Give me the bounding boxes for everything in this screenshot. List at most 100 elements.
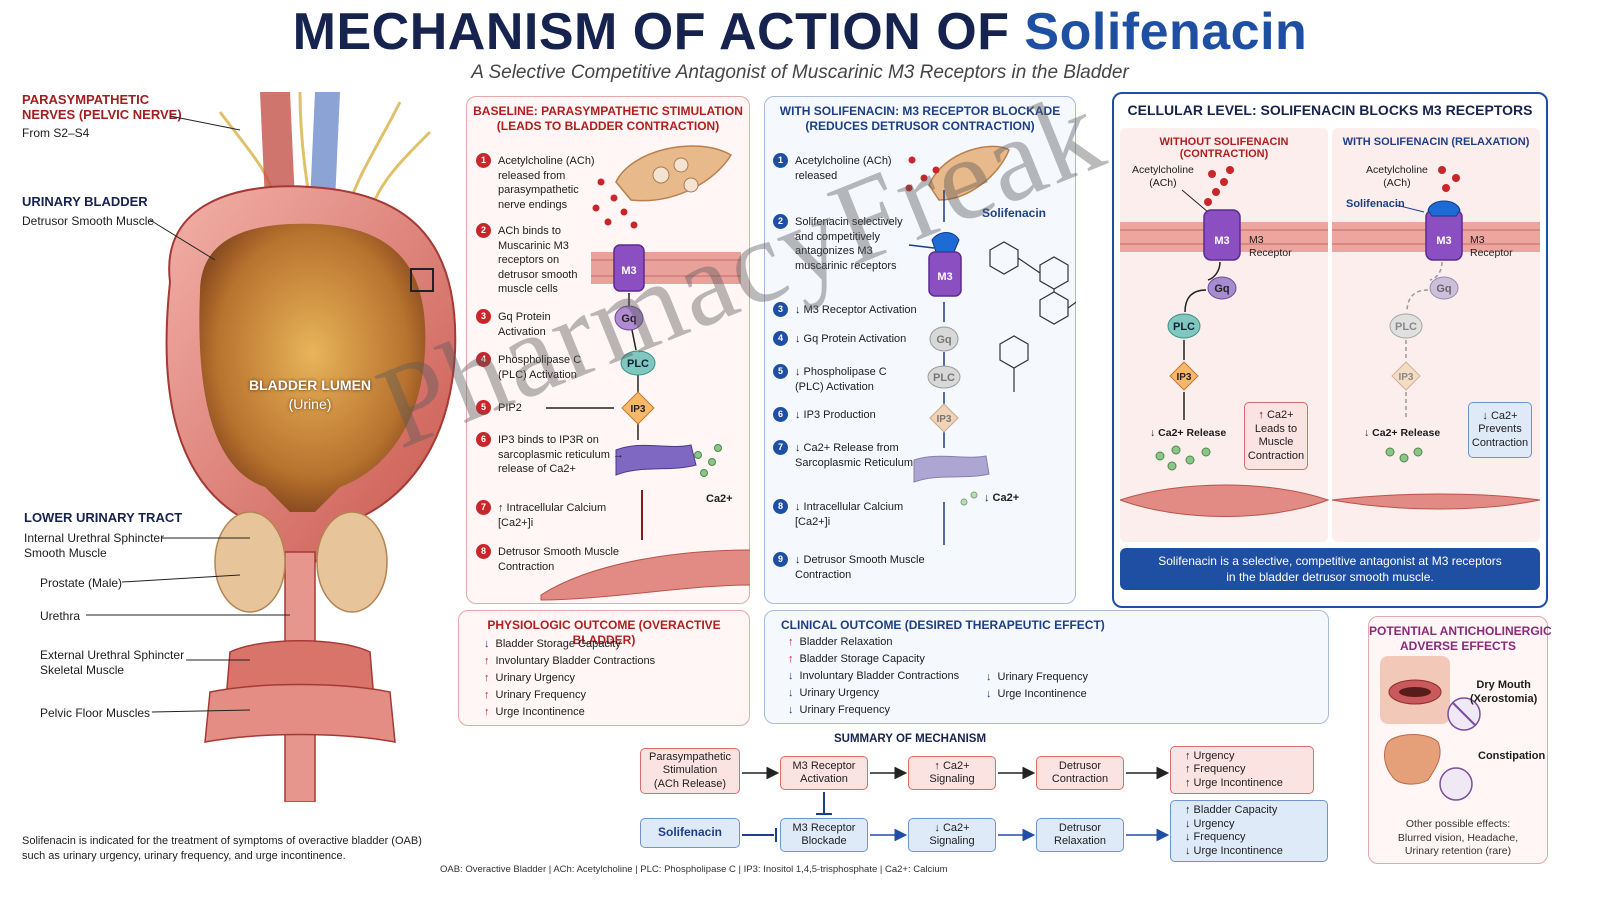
calcium-ions [694,444,722,477]
with-step-8-badge: 8 [773,499,788,514]
baseline-step-2: ACh binds to Muscarinic M3 receptors on … [498,225,578,295]
clinical-outcome-text: Bladder Storage Capacity [799,653,925,665]
svg-text:PLC: PLC [1395,321,1417,333]
without-solifenacin-heading: WITHOUT SOLIFENACIN (CONTRACTION) [1159,136,1289,160]
baseline-step-3: Gq Protein Activation [498,311,551,338]
baseline-step-2-badge: 2 [476,223,491,238]
pelvic-floor [204,683,396,743]
vein [310,92,340,202]
page-subtitle: A Selective Competitive Antagonist of Mu… [471,62,1129,83]
physio-outcome-text: Urinary Frequency [495,689,586,701]
adverse-effects-graphics [1380,656,1481,801]
solifenacin-bound-right [1427,200,1461,217]
baseline-step-1-badge: 1 [476,153,491,168]
clinical-outcome-arrow: ↓ [788,704,794,716]
svg-text:M3: M3 [1436,235,1451,247]
svg-text:PLC: PLC [1173,321,1195,333]
svg-text:Gq: Gq [1214,283,1229,295]
abbreviation-footer: OAB: Overactive Bladder | ACh: Acetylcho… [440,864,948,875]
physio-outcome-item: ↓Bladder Storage Capacity [484,636,655,653]
with-step-2-badge: 2 [773,214,788,229]
with-step-1-badge: 1 [773,153,788,168]
summary-arrows [742,766,1170,842]
svg-text:IP3: IP3 [936,414,951,425]
with-drug-calcium-label: ↓ Ca2+ [984,492,1020,504]
physio-outcome-text: Urinary Urgency [495,672,575,684]
with-step-6-badge: 6 [773,407,788,422]
clinical-outcome-secondary-item: ↓Urinary Frequency [986,669,1088,686]
ach-molecules-2 [905,156,940,192]
physio-outcome-item: ↑Urge Incontinence [484,704,655,721]
constipation-icon [1439,767,1473,801]
with-solifenacin-graphics: M3 Gq PLC IP3 [905,145,1076,545]
solifenacin-structure-label: Solifenacin [982,206,1047,220]
svg-text:M3: M3 [1214,235,1229,247]
page-title: MECHANISM OF ACTION OF Solifenacin [0,2,1600,62]
without-solifenacin-column [1120,128,1328,542]
with-step-6: ↓ IP3 Production [795,409,876,421]
cellular-graphics: M3 Gq PLC IP3 M3 Gq PLC IP3 [1120,166,1540,517]
baseline-step-8-badge: 8 [476,544,491,559]
nerve-terminal-2 [928,145,1010,201]
with-step-3-badge: 3 [773,302,788,317]
zoom-indicator [410,268,434,292]
physiologic-outcome-list: ↓Bladder Storage Capacity↑Involuntary Bl… [484,636,655,721]
label-nerve-origin: From S2–S4 [22,126,90,140]
summary-row1-box5: ↑ Urgency ↑ Frequency ↑ Urge Incontinenc… [1170,746,1314,794]
plc-node: PLC [627,358,649,370]
physio-outcome-item: ↑Urinary Urgency [484,670,655,687]
cellular-summary-banner: Solifenacin is a selective, competitive … [1120,548,1540,590]
clinical-outcome-item: ↑Bladder Relaxation [788,634,959,651]
baseline-step-6-badge: 6 [476,432,491,447]
muscle-contracted [1120,484,1330,517]
summary-row2-box2: M3 Receptor Blockade [780,818,868,852]
clinical-outcome-item: ↑Bladder Storage Capacity [788,651,959,668]
anatomy-leader-lines [86,115,290,713]
clinical-outcome-item: ↓Involuntary Bladder Contractions [788,668,959,685]
label-bladder-lumen: BLADDER LUMEN (Urine) [220,376,400,414]
clinical-outcome-text: Urinary Frequency [799,704,890,716]
without-ach-label: Acetylcholine (ACh) [1132,164,1194,189]
clinical-outcome-secondary-text: Urge Incontinence [997,688,1087,700]
svg-text:Gq: Gq [936,334,951,346]
baseline-step-1: Acetylcholine (ACh) released from parasy… [498,155,595,211]
title-drug: Solifenacin [1024,3,1308,61]
summary-row1-box1: Parasympathetic Stimulation (ACh Release… [640,748,740,794]
label-external-sphincter: External Urethral Sphincter Skeletal Mus… [40,648,185,677]
without-ca-box: ↑ Ca2+ Leads to Muscle Contraction [1244,402,1308,470]
m3-label: M3 [621,265,636,277]
sr-dimmed [913,455,990,483]
m3-receptor-blocked [928,251,962,297]
blood-vessel [260,92,295,202]
bladder-anatomy-illustration [165,92,457,802]
summary-row2-box1: Solifenacin [640,818,740,848]
label-internal-sphincter: Internal Urethral Sphincter Smooth Muscl… [24,531,165,560]
with-step-8: ↓ Intracellular Calcium [Ca2+]i [795,501,904,528]
clinical-outcome-arrow: ↓ [788,687,794,699]
clinical-outcome-item: ↓ Urinary Frequency [788,702,959,719]
clinical-outcome-text: Urinary Urgency [799,687,879,699]
summary-row2-box5: ↑ Bladder Capacity ↓ Urgency ↓ Frequency… [1170,800,1328,862]
title-main: MECHANISM OF ACTION OF [292,3,1025,61]
intestine-illustration [1384,734,1441,785]
clinical-outcome-secondary-text: Urinary Frequency [997,671,1088,683]
with-step-9: ↓ Detrusor Smooth Muscle Contraction [795,554,925,581]
with-step-5: ↓ Phospholipase C (PLC) Activation [795,366,887,393]
solifenacin-molecule-bound [931,232,960,253]
clinical-outcome-secondary-item: ↓Urge Incontinence [986,686,1088,703]
physiologic-outcome-heading: PHYSIOLOGIC OUTCOME (OVERACTIVE BLADDER) [487,618,721,647]
m3-receptor-left [1203,209,1241,261]
solifenacin-structure [989,241,1076,392]
clinical-outcome-item: ↓ Urinary Urgency [788,685,959,702]
physio-outcome-arrow: ↑ [484,655,490,667]
baseline-step-4: Phospholipase C (PLC) Activation [498,354,582,381]
svg-text:IP3: IP3 [1176,372,1191,383]
prostate-left [214,511,286,613]
baseline-step-7: ↑ Intracellular Calcium [Ca2+]i [498,502,607,529]
with-drug-label: Solifenacin [1346,198,1405,210]
clinical-outcome-arrow: ↑ [788,636,794,648]
svg-text:Gq: Gq [1436,283,1451,295]
calcium-label: Ca2+ [706,493,733,505]
with-ca-box: ↓ Ca2+ Prevents Contraction [1468,402,1532,458]
baseline-heading: BASELINE: PARASYMPATHETIC STIMULATION (L… [473,104,743,133]
